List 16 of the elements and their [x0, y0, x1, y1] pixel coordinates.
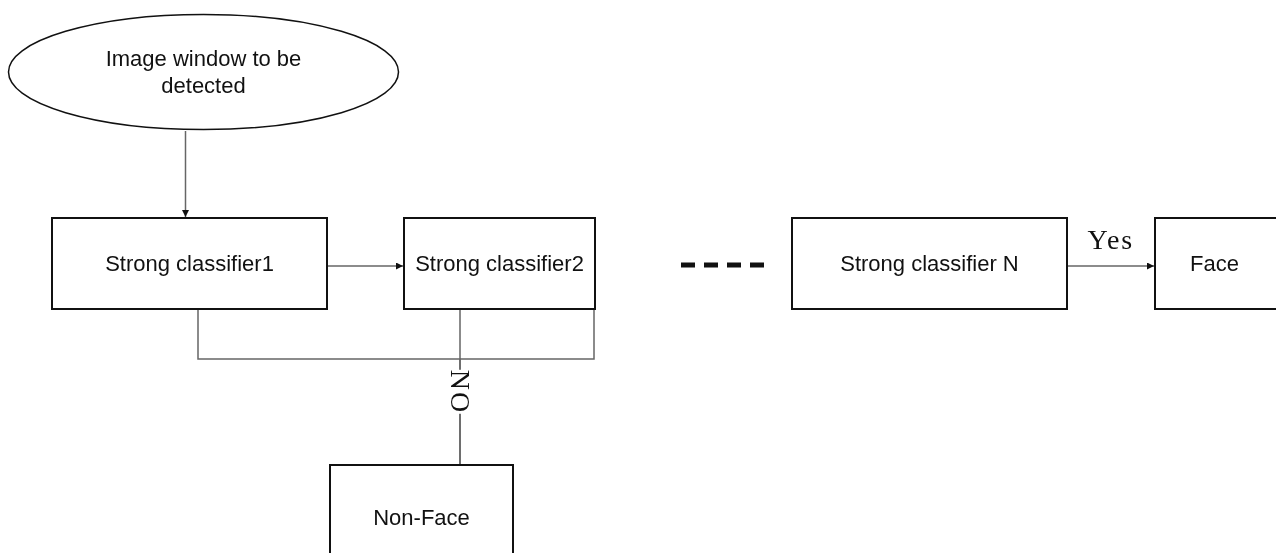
- process-box: [329, 464, 514, 553]
- process-box: [1154, 217, 1276, 310]
- connector-line: [1067, 262, 1155, 270]
- node-label: Non-Face: [373, 504, 470, 532]
- node-label: Face: [1190, 249, 1239, 278]
- process-box: [403, 217, 596, 310]
- connector-line: [182, 130, 189, 218]
- process-box: [51, 217, 328, 310]
- node-label: Strong classifier2: [415, 249, 584, 278]
- node-label: Strong classifier1: [105, 249, 274, 278]
- edge-label: Yes: [1087, 225, 1135, 254]
- connector-line: [327, 262, 404, 270]
- process-box: [791, 217, 1068, 310]
- node-label: Strong classifier N: [840, 249, 1019, 278]
- start-ellipse: [7, 13, 400, 131]
- node-label: Image window to be detected: [104, 44, 303, 100]
